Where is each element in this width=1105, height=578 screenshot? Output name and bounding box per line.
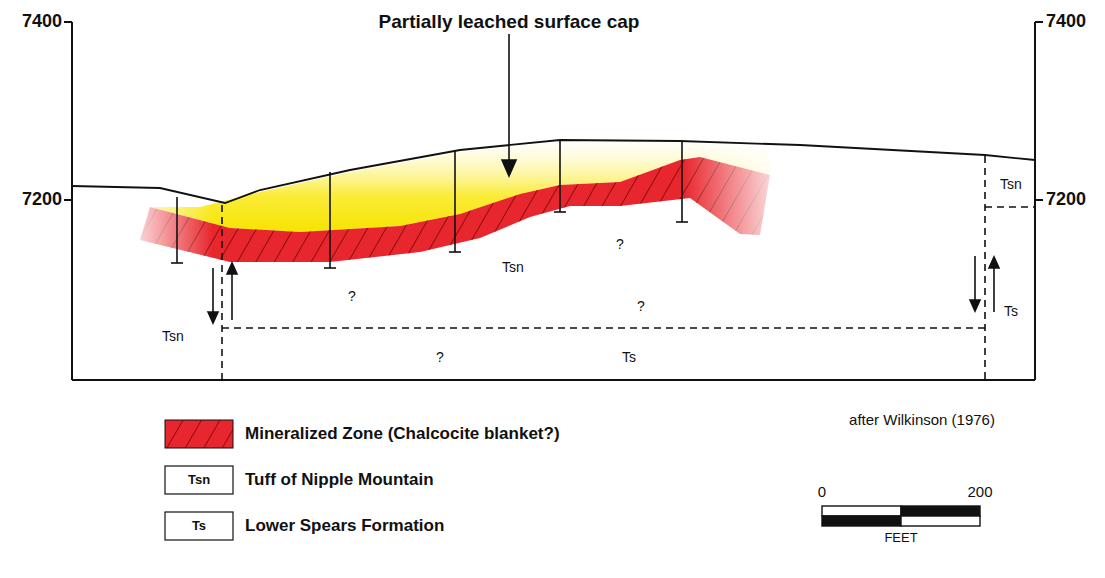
query-mark: ?: [436, 350, 444, 365]
legend-text: Tuff of Nipple Mountain: [245, 471, 434, 490]
callout-label: Partially leached surface cap: [379, 12, 640, 33]
unit-label: Tsn: [1000, 177, 1022, 192]
legend-swatch: [165, 420, 233, 448]
legend-text: Lower Spears Formation: [245, 517, 444, 536]
unit-label: Tsn: [502, 260, 524, 275]
axis-elevation: 7200: [1046, 190, 1086, 210]
legend-text: Mineralized Zone (Chalcocite blanket?): [245, 425, 560, 444]
unit-label: Ts: [622, 350, 636, 365]
axis-elevation: 7400: [22, 12, 62, 32]
legend-code: Tsn: [188, 473, 210, 487]
query-mark: ?: [637, 299, 645, 314]
source-note: after Wilkinson (1976): [849, 412, 995, 429]
unit-label: Ts: [1004, 304, 1018, 319]
axis-elevation: 7200: [22, 190, 62, 210]
legend-code: Ts: [192, 519, 206, 533]
query-mark: ?: [616, 237, 624, 252]
scale-unit: FEET: [884, 531, 917, 545]
scale-number: 200: [967, 484, 992, 501]
unit-label: Tsn: [162, 329, 184, 344]
axis-elevation: 7400: [1046, 12, 1086, 32]
query-mark: ?: [348, 289, 356, 304]
scale-number: 0: [818, 484, 826, 501]
